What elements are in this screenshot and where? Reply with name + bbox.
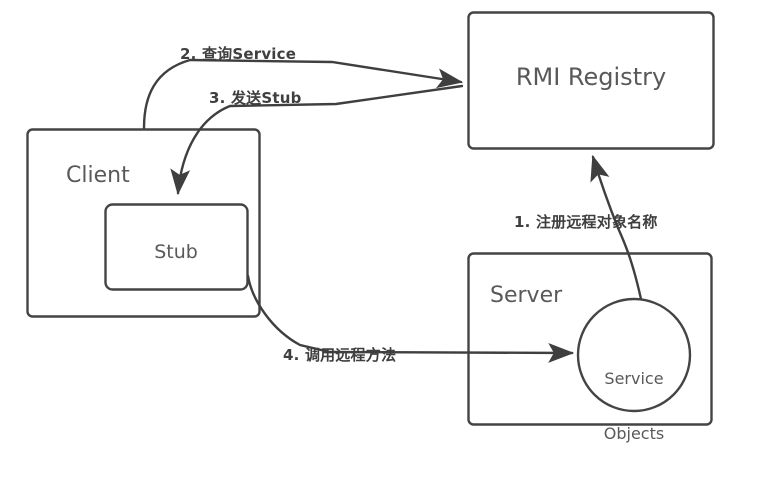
edge-4-invoke-remote-method [246,274,575,363]
node-service-objects-label-line1: Service [604,368,664,388]
edge-3-label: 3. 发送Stub [209,89,302,107]
diagram-canvas: RMI Registry Client Stub Server Service … [26,11,715,443]
edge-4-label: 4. 调用远程方法 [283,346,397,364]
diagram-shapes-layer [26,11,715,426]
node-rmi-registry-label: RMI Registry [515,63,667,91]
node-service-objects[interactable] [576,297,692,413]
edge-1-label: 1. 注册远程对象名称 [514,213,658,231]
node-client-label: Client [66,163,130,188]
node-server-label: Server [490,283,563,308]
edge-3-send-stub [170,84,464,196]
edge-2-query-service [142,58,464,130]
node-rmi-registry[interactable] [467,11,715,150]
edge-1-register-remote-object-name [590,154,643,301]
node-service-objects-label: Service Objects [578,333,690,480]
node-service-objects-label-line2: Objects [603,423,665,443]
node-stub-label: Stub [154,241,198,263]
node-stub[interactable] [104,203,249,291]
edge-2-label: 2. 查询Service [180,45,297,63]
